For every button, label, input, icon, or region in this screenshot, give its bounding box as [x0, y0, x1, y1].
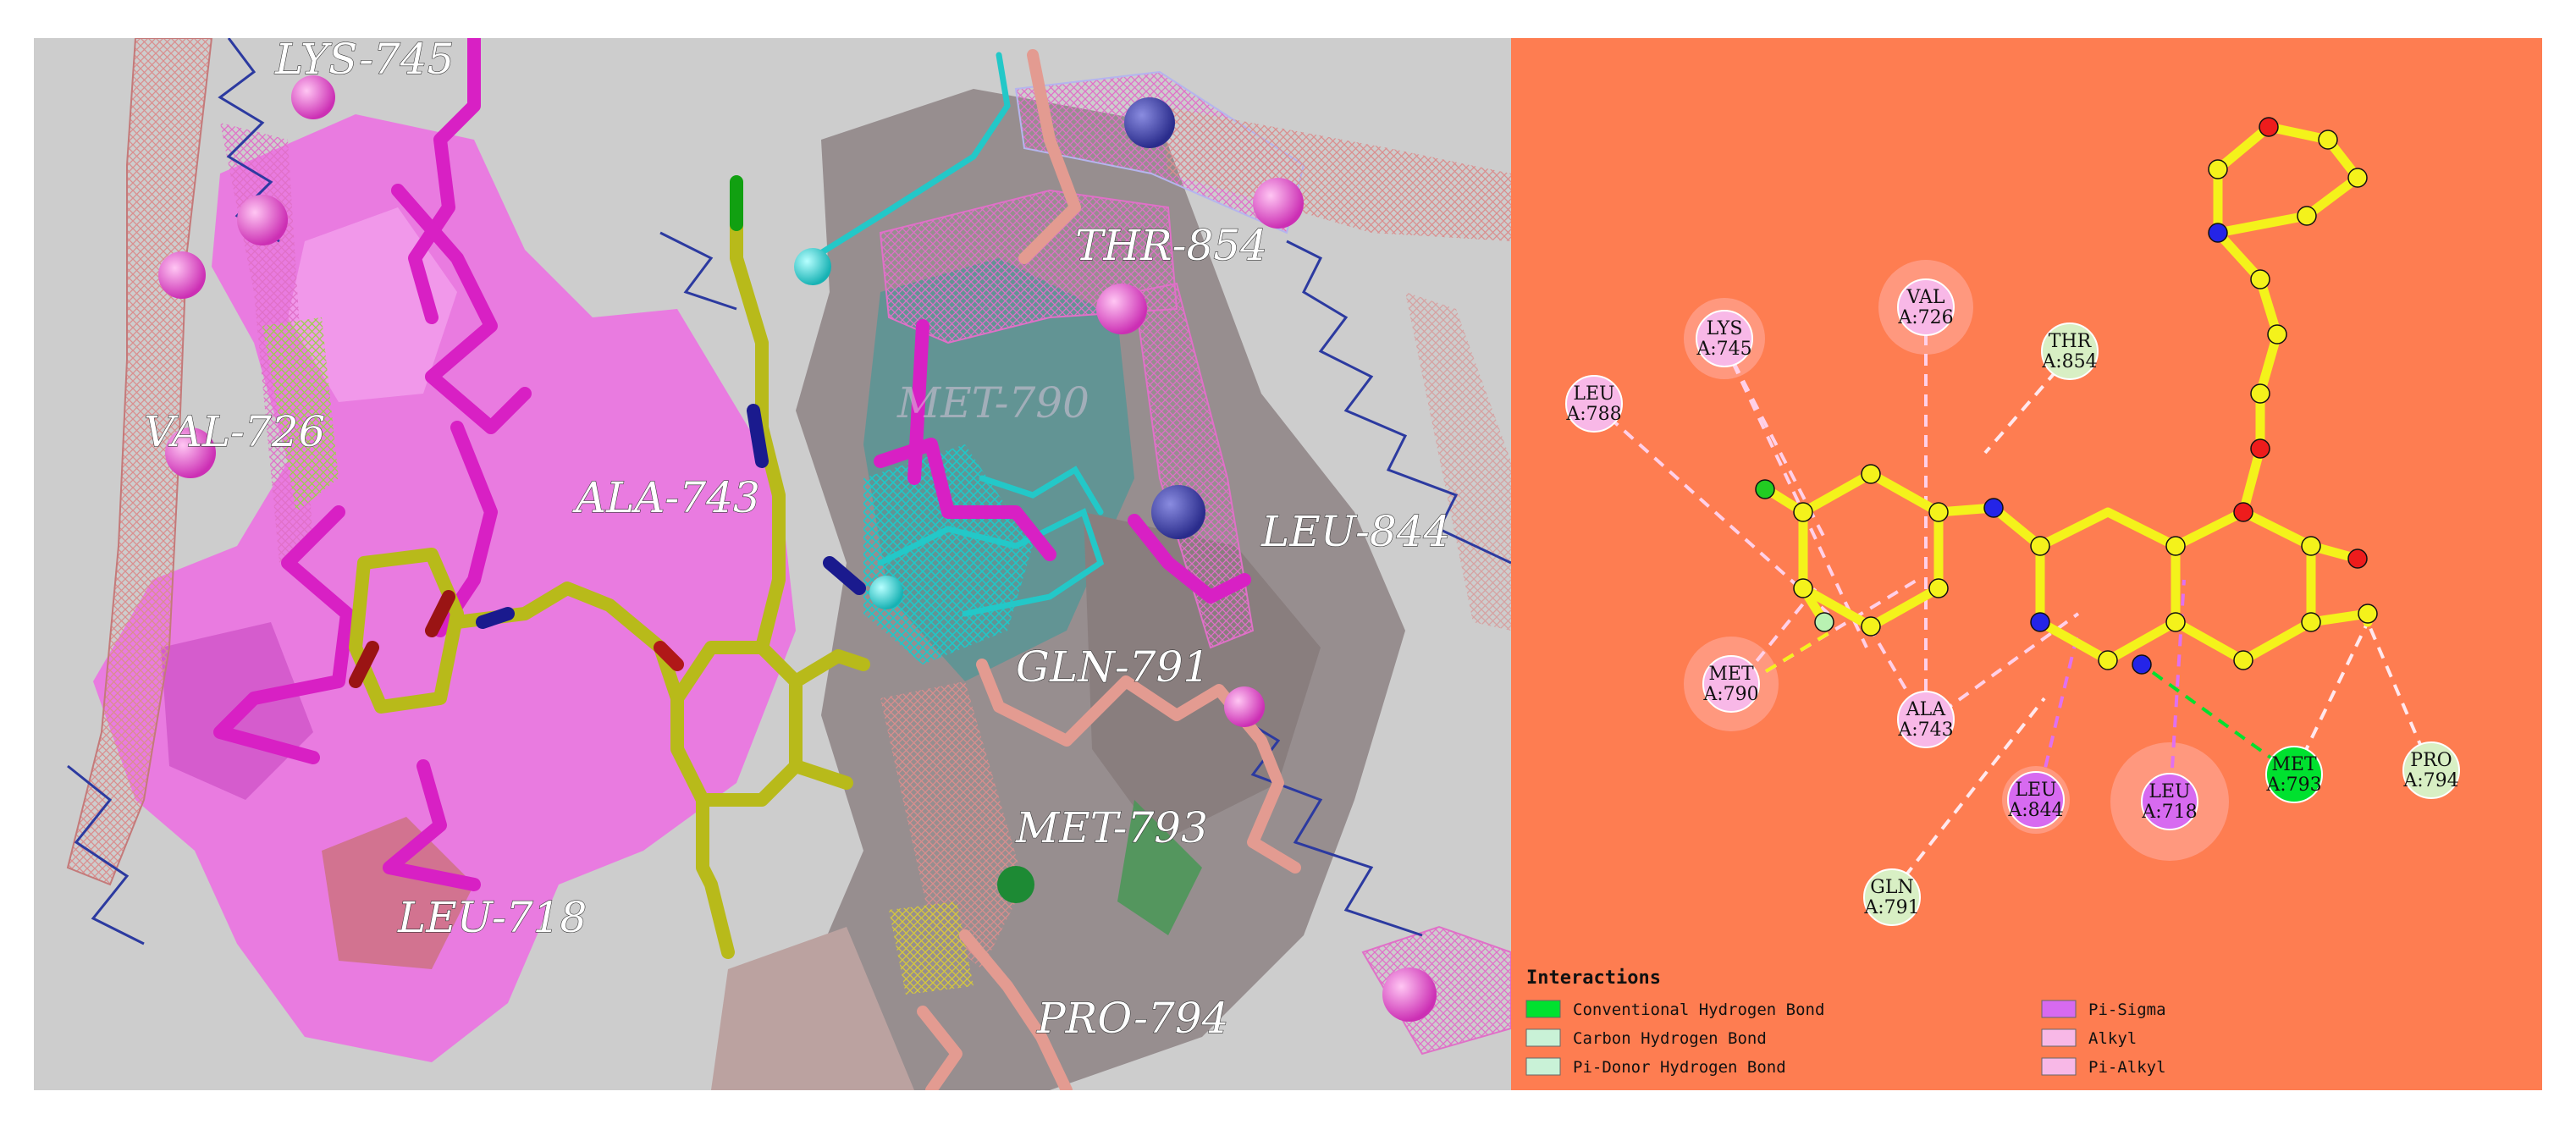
label-lys745: LYS-745	[274, 38, 454, 84]
salmon-sticks	[917, 49, 1301, 1090]
svg-text:GLN: GLN	[1870, 877, 1913, 898]
svg-text:A:791: A:791	[1863, 897, 1919, 918]
svg-text:MET: MET	[1708, 664, 1754, 685]
svg-text:A:718: A:718	[2141, 802, 2197, 823]
residue-halos	[1684, 260, 2229, 861]
legend-item-alkyl: Alkyl	[2041, 1028, 2137, 1048]
3d-scene: LYS-745 THR-854 MET-790 VAL-726 ALA-743 …	[66, 38, 1511, 1090]
label-leu844: LEU-844	[1260, 507, 1450, 556]
ligand-atoms	[1755, 117, 2378, 675]
svg-text:A:726: A:726	[1897, 307, 1953, 328]
cyan-fragment	[809, 52, 1105, 617]
svg-text:A:745: A:745	[1696, 339, 1751, 360]
3d-binding-view: LYS-745 THR-854 MET-790 VAL-726 ALA-743 …	[34, 38, 1511, 1090]
svg-text:PRO: PRO	[2410, 750, 2452, 771]
residue-met790: MET A:790	[1702, 655, 1760, 713]
svg-text:A:793: A:793	[2265, 774, 2321, 796]
residue-lys745: LYS A:745	[1696, 310, 1753, 367]
svg-text:Alkyl: Alkyl	[2088, 1029, 2137, 1048]
svg-text:A:854: A:854	[2041, 351, 2097, 372]
ligand-bonds	[1764, 122, 2373, 665]
atom-spheres	[158, 75, 1437, 1022]
interaction-map: LYS A:745 VAL A:726 THR A:854 LEU A:788 …	[1525, 117, 2460, 1077]
label-met793: MET-793	[1015, 803, 1208, 852]
svg-text:A:788: A:788	[1565, 404, 1621, 425]
residue-pro794: PRO A:794	[2402, 741, 2460, 799]
ribbon-zigzags	[67, 38, 1511, 945]
svg-text:LYS: LYS	[1707, 318, 1743, 339]
label-val726: VAL-726	[144, 407, 325, 456]
residue-thr854: THR A:854	[2041, 322, 2099, 380]
residue-ala743: ALA A:743	[1897, 691, 1955, 748]
label-ala743: ALA-743	[572, 473, 760, 522]
svg-text:A:844: A:844	[2007, 800, 2063, 821]
residue-val726: VAL A:726	[1897, 278, 1955, 336]
ligand-hetero-atoms	[349, 175, 866, 688]
svg-text:VAL: VAL	[1906, 287, 1945, 308]
chlorine-atom	[1755, 479, 1775, 499]
interactions-legend: Interactions Conventional Hydrogen Bond …	[1525, 967, 2166, 1077]
label-gln791: GLN-791	[1016, 642, 1210, 692]
legend-title: Interactions	[1526, 967, 1661, 989]
svg-text:MET: MET	[2271, 754, 2317, 775]
residue-labels-3d: LYS-745 THR-854 MET-790 VAL-726 ALA-743 …	[143, 38, 1450, 1044]
svg-text:A:790: A:790	[1702, 684, 1758, 705]
legend-item-pi-sigma: Pi-Sigma	[2041, 1000, 2166, 1019]
legend-item-pi-alkyl: Pi-Alkyl	[2041, 1057, 2166, 1077]
fluorine-atom	[1814, 612, 1834, 632]
label-met790: MET-790	[896, 378, 1089, 427]
svg-text:LEU: LEU	[2149, 781, 2190, 802]
svg-text:A:794: A:794	[2402, 770, 2458, 791]
label-thr854: THR-854	[1075, 221, 1267, 270]
residue-met793: MET A:793	[2265, 746, 2323, 803]
svg-text:LEU: LEU	[1573, 383, 1614, 405]
svg-text:Pi-Alkyl: Pi-Alkyl	[2088, 1058, 2166, 1077]
label-pro794: PRO-794	[1036, 994, 1228, 1043]
svg-text:THR: THR	[2049, 331, 2093, 352]
label-leu718: LEU-718	[397, 893, 587, 942]
svg-text:Pi-Sigma: Pi-Sigma	[2088, 1000, 2166, 1019]
residue-gln791: GLN A:791	[1863, 868, 1921, 926]
residue-nodes: LYS A:745 VAL A:726 THR A:854 LEU A:788 …	[1565, 278, 2460, 926]
2d-interaction-diagram: LYS A:745 VAL A:726 THR A:854 LEU A:788 …	[1511, 38, 2542, 1090]
svg-text:LEU: LEU	[2015, 780, 2056, 801]
svg-text:ALA: ALA	[1906, 699, 1946, 720]
svg-text:A:743: A:743	[1897, 719, 1953, 741]
legend-item-pi-donor-hbond: Pi-Donor Hydrogen Bond	[1525, 1057, 1786, 1077]
legend-item-conventional-hbond: Conventional Hydrogen Bond	[1525, 1000, 1824, 1019]
residue-leu718: LEU A:718	[2141, 773, 2198, 830]
svg-text:Conventional Hydrogen Bond: Conventional Hydrogen Bond	[1573, 1000, 1824, 1019]
magenta-sticks	[213, 38, 1251, 891]
svg-text:Pi-Donor Hydrogen Bond: Pi-Donor Hydrogen Bond	[1573, 1058, 1786, 1077]
residue-leu844: LEU A:844	[2007, 771, 2065, 829]
residue-leu788: LEU A:788	[1565, 375, 1623, 433]
svg-text:Carbon Hydrogen Bond: Carbon Hydrogen Bond	[1573, 1029, 1767, 1048]
legend-item-carbon-hbond: Carbon Hydrogen Bond	[1525, 1028, 1767, 1048]
